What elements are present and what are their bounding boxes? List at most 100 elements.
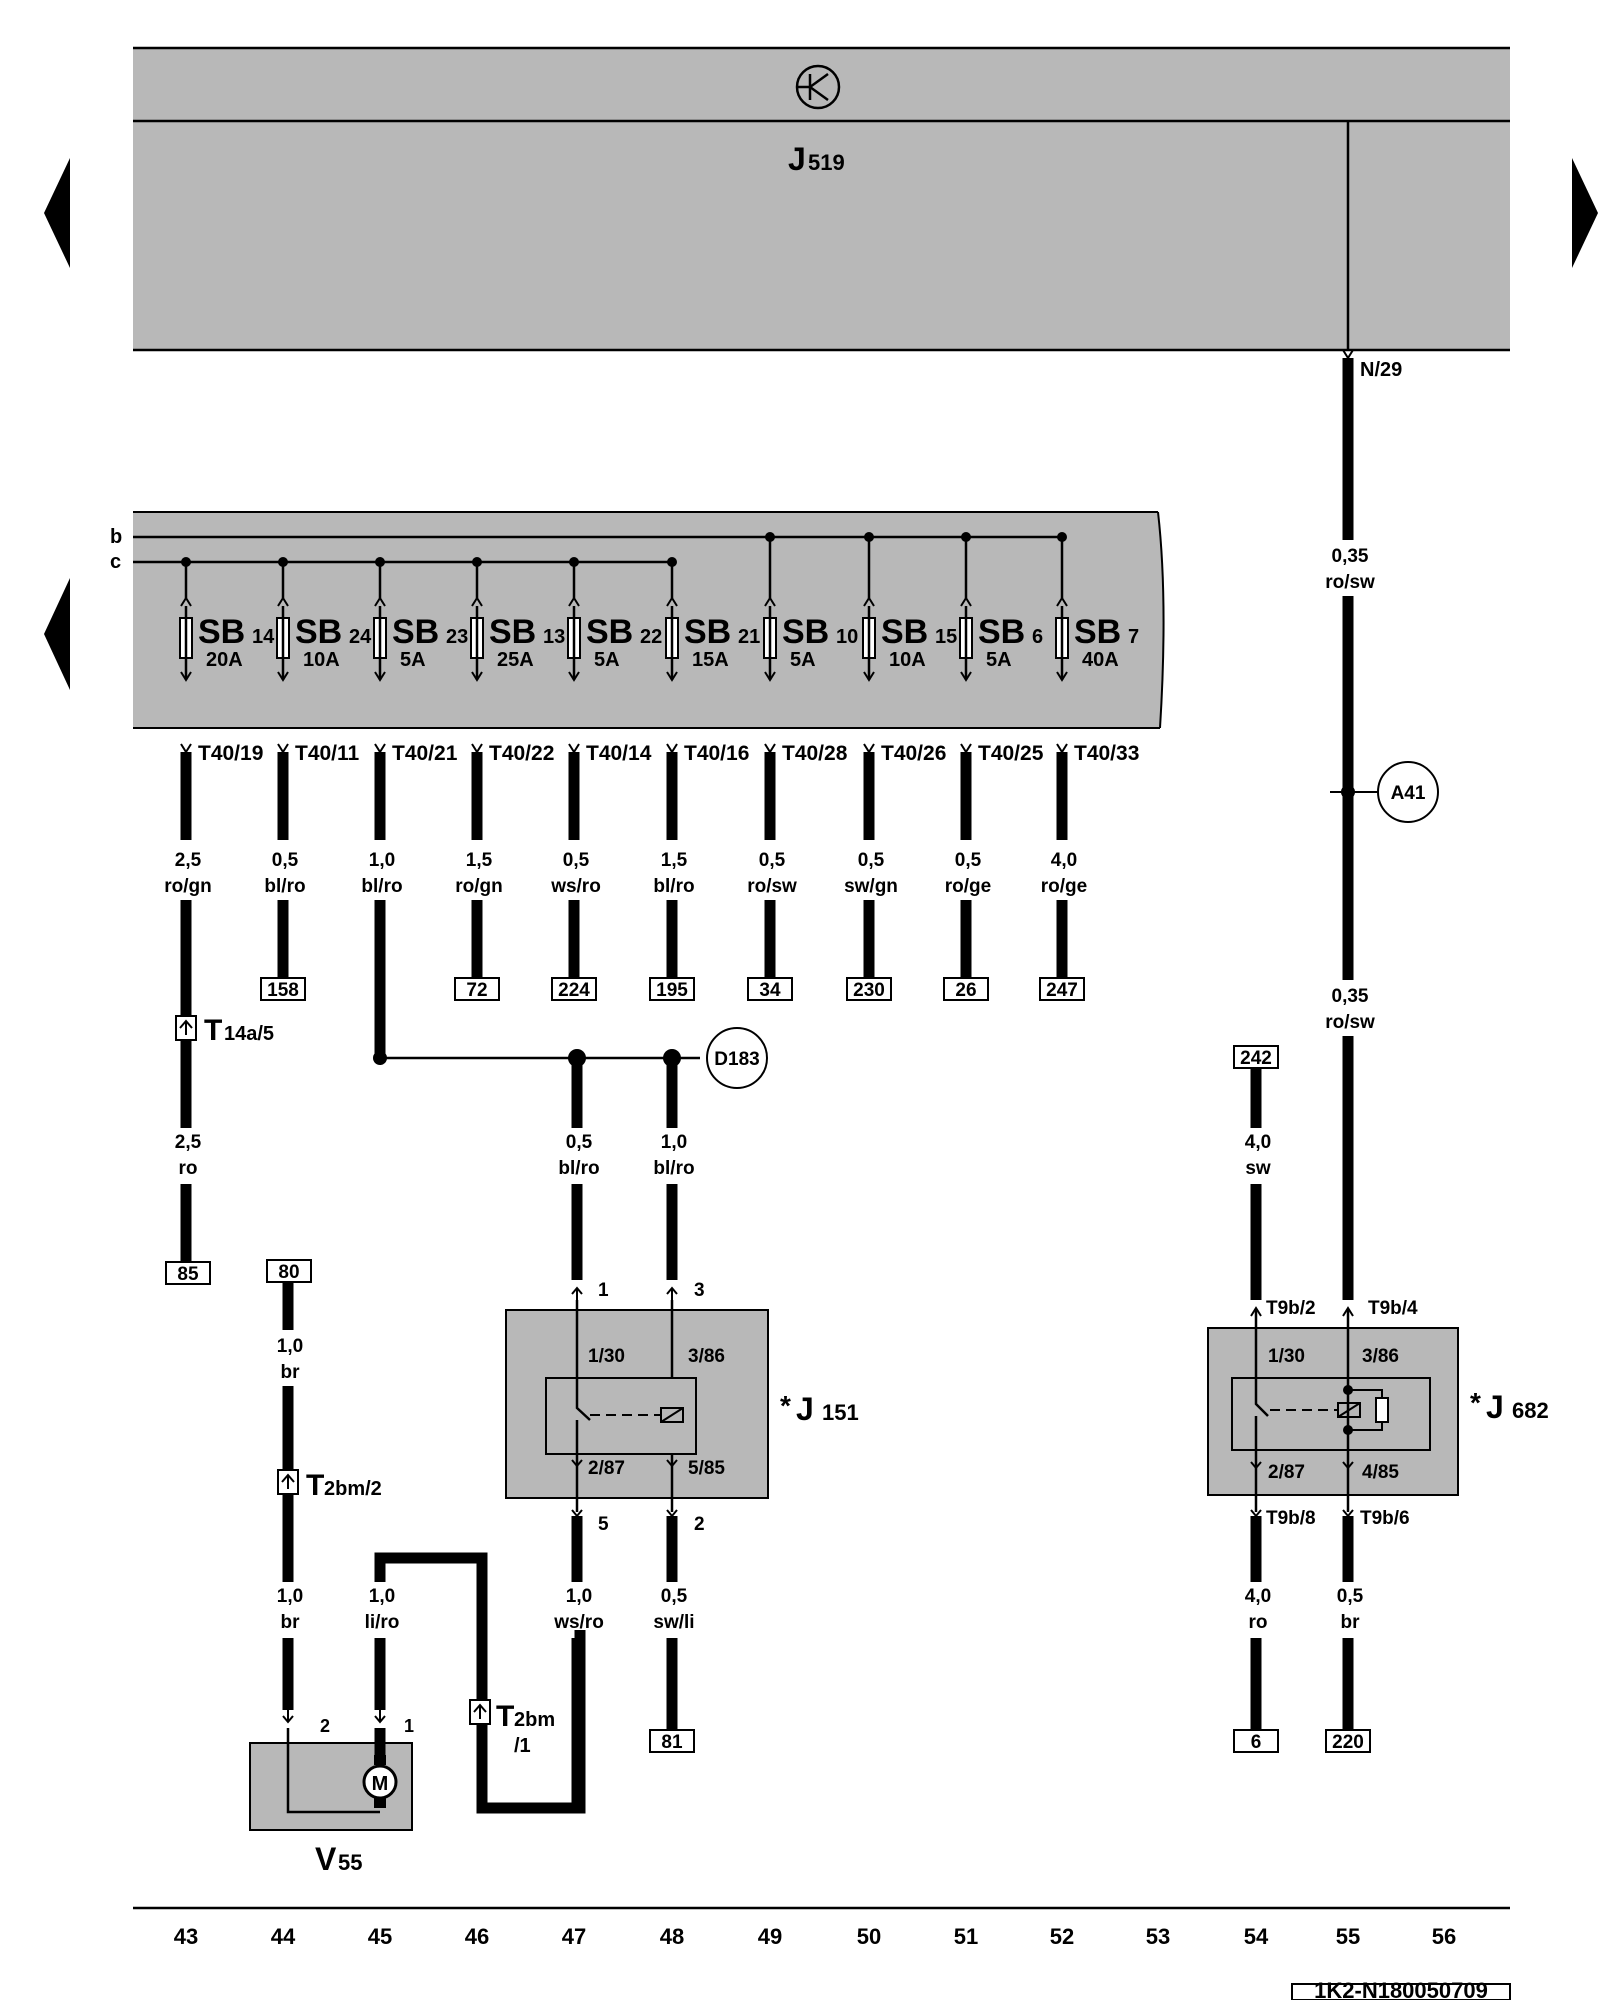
fuse-wire-23: T40/211,0bl/ro	[361, 742, 458, 1058]
wire-size: 0,5	[955, 850, 982, 871]
d183-label: D183	[714, 1049, 759, 1070]
w54-low-size: 4,0	[1245, 1586, 1271, 1607]
wire-color: ro/sw	[747, 876, 797, 897]
motor-v55: M 2 1 V 55	[249, 1716, 414, 1877]
ref-box-81	[649, 1729, 695, 1753]
connector-t14a: T 14a/5	[175, 1014, 274, 1047]
relay-j151: 1 3 1/30 3/86 2/87 5/85 5 2 * J 151	[505, 1280, 859, 1535]
column-number: 48	[660, 1924, 684, 1949]
wire-color: ro/ge	[945, 876, 991, 897]
fuse-number: 14	[252, 626, 275, 648]
nav-left-arrow-mid[interactable]	[44, 578, 70, 690]
ref-box	[1039, 977, 1085, 1001]
rail-b-label: b	[110, 526, 122, 548]
wire-size: 0,5	[759, 850, 786, 871]
ref-box	[551, 977, 597, 1001]
j519-pin: N/29	[1360, 359, 1402, 381]
ref-220: 220	[1332, 1732, 1364, 1753]
w44-low-color: br	[281, 1612, 301, 1633]
j151-in-5-85: 5/85	[688, 1458, 725, 1479]
t2bm2-main: T	[306, 1469, 324, 1502]
fuse-number: 7	[1128, 626, 1139, 648]
t14a-sub: 14a/5	[224, 1023, 274, 1045]
fuse-name: SB	[684, 613, 731, 651]
t2bm1-sub: 2bm	[514, 1709, 555, 1731]
j682-in-1-30: 1/30	[1268, 1346, 1305, 1367]
fuse-rating: 10A	[303, 649, 340, 671]
ref-box	[454, 977, 500, 1001]
wire-color: bl/ro	[653, 876, 694, 897]
terminal-label: T40/25	[978, 742, 1044, 765]
column-number: 47	[562, 1924, 586, 1949]
ref-number: 26	[955, 980, 976, 1001]
nav-left-arrow-top[interactable]	[44, 158, 70, 268]
w55-low-size: 0,5	[1337, 1586, 1364, 1607]
j151-pin-5: 5	[598, 1514, 609, 1535]
column-number: 43	[174, 1924, 198, 1949]
fuse-rating: 20A	[206, 649, 243, 671]
fuse-number: 13	[543, 626, 565, 648]
ref-box-85	[165, 1261, 211, 1285]
w55-low-color: br	[1341, 1612, 1361, 1633]
column-number: 46	[465, 1924, 489, 1949]
connector-t2bm1: T 2bm /1	[469, 1699, 555, 1757]
wire-size: 0,5	[563, 850, 590, 871]
fuse-name: SB	[1074, 613, 1121, 651]
column-number: 49	[758, 1924, 782, 1949]
w54-mid-size: 4,0	[1245, 1132, 1271, 1153]
terminal-label: T40/21	[392, 742, 458, 765]
fuse-name: SB	[978, 613, 1025, 651]
fuse-rating: 25A	[497, 649, 534, 671]
terminal-label: T40/22	[489, 742, 554, 765]
j682-pin-t9b2: T9b/2	[1266, 1298, 1316, 1319]
fuse-name: SB	[586, 613, 633, 651]
w55-top-size: 0,35	[1332, 546, 1369, 567]
doc-id: 1K2-N180050709	[1314, 1978, 1488, 2000]
j682-in-3-86: 3/86	[1362, 1346, 1399, 1367]
rail-c-label: c	[110, 551, 121, 573]
a41-label: A41	[1391, 783, 1426, 804]
w48-low-color: sw/li	[653, 1612, 694, 1633]
w43-low-color: ro	[179, 1158, 198, 1179]
fuse-wire-6: T40/25 0,5 ro/ge 26	[943, 742, 1044, 1001]
fuse-number: 21	[738, 626, 760, 648]
w48-mid-size: 1,0	[661, 1132, 687, 1153]
column-number: 55	[1336, 1924, 1360, 1949]
j151-pin-3: 3	[694, 1280, 705, 1301]
transistor-icon	[795, 64, 841, 110]
w45-low-color: li/ro	[365, 1612, 400, 1633]
doc-id-box	[1291, 1983, 1511, 2000]
column-number: 54	[1244, 1924, 1269, 1949]
fuse-number: 23	[446, 626, 468, 648]
fuse-name: SB	[782, 613, 829, 651]
j151-in-3-86: 3/86	[688, 1346, 725, 1367]
fuse-name: SB	[198, 613, 245, 651]
w55-mid-color: ro/sw	[1325, 1012, 1375, 1033]
fuse-rating: 10A	[889, 649, 926, 671]
splice-d183: D183	[706, 1027, 768, 1089]
w43-low-size: 2,5	[175, 1132, 202, 1153]
wire-color: bl/ro	[264, 876, 305, 897]
wire-size: 1,5	[466, 850, 493, 871]
j151-pin-1: 1	[598, 1280, 609, 1301]
column-number: 56	[1432, 1924, 1456, 1949]
wire-size: 0,5	[272, 850, 299, 871]
fuse-number: 15	[935, 626, 957, 648]
nav-right-arrow-top[interactable]	[1572, 158, 1598, 268]
j682-sub: 682	[1512, 1398, 1549, 1423]
j151-in-2-87: 2/87	[588, 1458, 625, 1479]
ref-number: 158	[267, 980, 299, 1001]
w44-top-color: br	[281, 1362, 301, 1383]
wire-size: 2,5	[175, 850, 202, 871]
j151-in-1-30: 1/30	[588, 1346, 625, 1367]
